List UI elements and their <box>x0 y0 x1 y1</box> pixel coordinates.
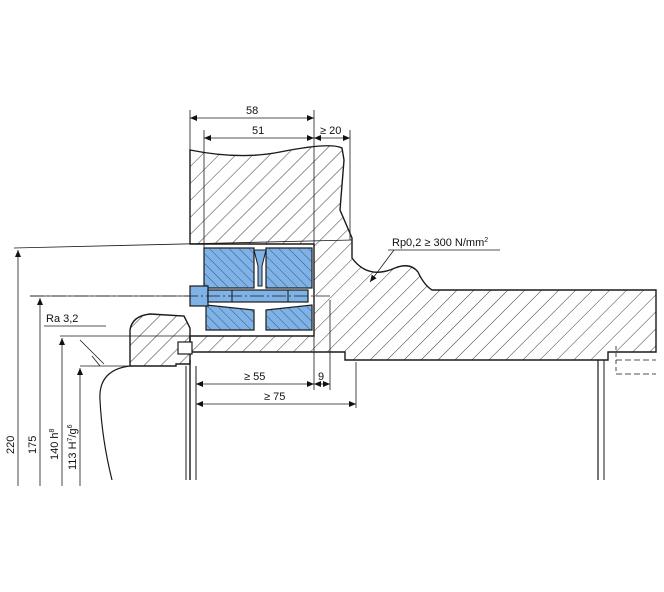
dim-ge20: ≥ 20 <box>320 125 341 137</box>
dim-140-h8: 140 h8 <box>49 428 61 460</box>
hub-section <box>189 145 657 361</box>
bore-lines <box>99 360 605 481</box>
hub-body <box>189 145 657 361</box>
dim-ge55: ≥ 55 <box>244 371 265 383</box>
roughness-note: Ra 3,2 <box>44 313 106 327</box>
yield-strength-label: Rp0,2 ≥ 300 N/mm2 <box>392 237 488 249</box>
dim-58: 58 <box>246 105 258 117</box>
bottom-dimensions <box>195 300 357 410</box>
shaft-step <box>177 341 193 355</box>
yield-strength-note: Rp0,2 ≥ 300 N/mm2 <box>369 237 500 283</box>
shrink-disc-locking-element-icon <box>203 247 313 331</box>
shaft-body <box>129 313 191 367</box>
shaft-section <box>129 313 193 367</box>
roughness-label: Ra 3,2 <box>46 313 78 325</box>
dim-113-H7-g6: 113 H7/g6 <box>67 424 79 470</box>
dim-175: 175 <box>27 436 39 454</box>
dim-51: 51 <box>252 125 264 137</box>
dim-9: 9 <box>318 371 324 383</box>
diameter-dimensions <box>13 239 353 486</box>
dim-ge75: ≥ 75 <box>264 391 285 403</box>
top-dimensions <box>189 110 351 248</box>
dim-220: 220 <box>5 436 17 454</box>
